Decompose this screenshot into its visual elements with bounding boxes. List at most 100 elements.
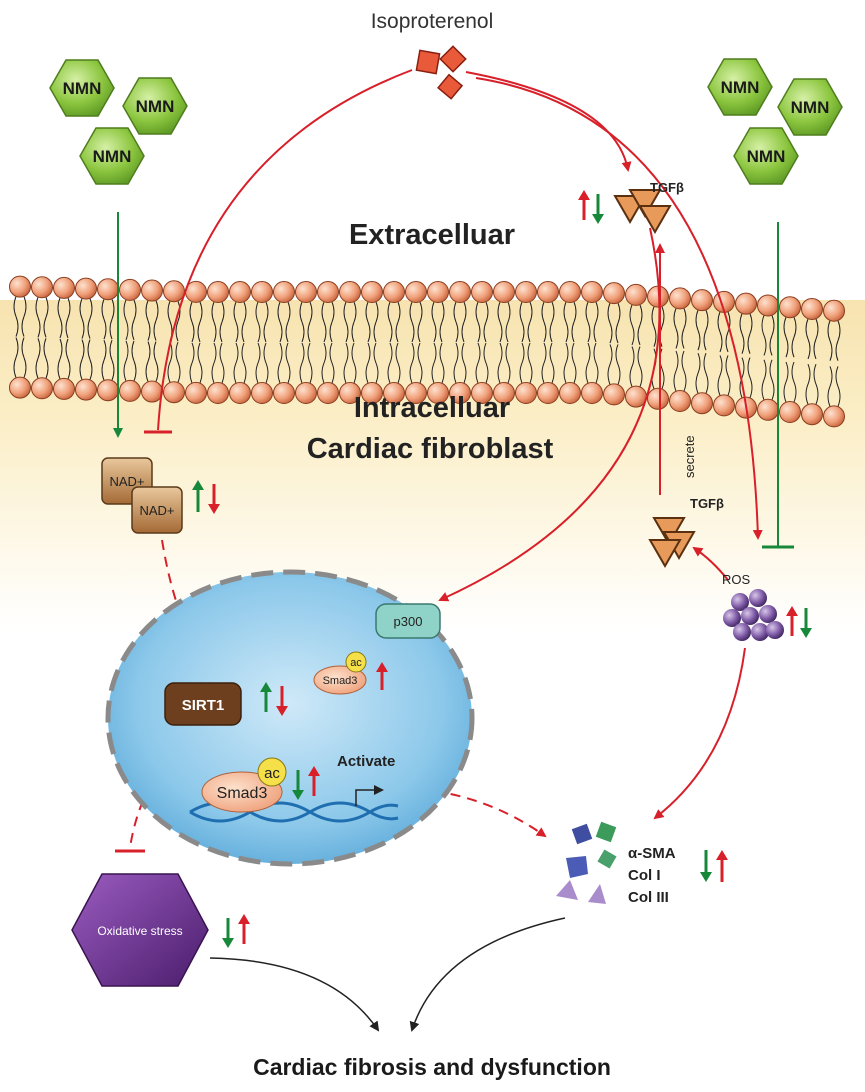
lipid-tail bbox=[307, 301, 313, 343]
lipid-tail bbox=[321, 301, 327, 343]
lipid-tail bbox=[167, 342, 173, 383]
lipid-tail bbox=[307, 342, 313, 384]
lipid-tail bbox=[593, 301, 599, 343]
lipid-tail bbox=[321, 342, 327, 384]
transcription-start-arrow bbox=[355, 785, 384, 806]
nad-label: NAD+ bbox=[139, 503, 174, 518]
lipid-head bbox=[537, 281, 559, 303]
lipid-head bbox=[493, 382, 515, 404]
lipid-head bbox=[801, 403, 823, 426]
lipid-tail bbox=[571, 301, 577, 343]
lipid-tail bbox=[783, 361, 789, 403]
marker-shapes-icon bbox=[556, 821, 617, 904]
lipid-tail bbox=[791, 361, 797, 403]
lipid-tail bbox=[439, 342, 445, 384]
lipid-head bbox=[229, 382, 251, 404]
lipid-tail bbox=[461, 342, 467, 384]
oxidative-stress-hexagon: Oxidative stress bbox=[71, 873, 209, 987]
lipid-tail bbox=[35, 297, 41, 338]
lipid-tail bbox=[395, 342, 401, 384]
lipid-head bbox=[119, 278, 141, 301]
lipid-tail bbox=[497, 301, 503, 343]
marker-alpha-sma: α-SMA bbox=[628, 845, 676, 862]
smad3-ac-small: Smad3 ac bbox=[313, 651, 367, 695]
lipid-tail bbox=[431, 301, 437, 343]
smad3-label: Smad3 bbox=[217, 785, 268, 802]
nmn-cluster-right: NMN NMN NMN bbox=[707, 58, 843, 185]
lipid-tail bbox=[475, 342, 481, 384]
lipid-head bbox=[427, 281, 449, 303]
ac-label: ac bbox=[350, 657, 362, 669]
ac-label: ac bbox=[264, 765, 280, 782]
lipid-head bbox=[691, 289, 713, 312]
intracellular-label: Intracelluar bbox=[354, 392, 510, 424]
lipid-head bbox=[317, 382, 339, 404]
lipid-tail bbox=[681, 350, 687, 392]
lipid-tail bbox=[351, 301, 357, 343]
lipid-tail bbox=[453, 342, 459, 384]
lipid-tail bbox=[813, 364, 819, 405]
lipid-tail bbox=[101, 340, 107, 381]
lipid-tail bbox=[615, 344, 621, 385]
lipid-tail bbox=[365, 301, 371, 343]
lipid-tail bbox=[109, 299, 115, 340]
lipid-head bbox=[735, 292, 757, 315]
p300-label: p300 bbox=[394, 614, 423, 629]
lipid-head bbox=[185, 381, 207, 404]
lipid-head bbox=[97, 278, 119, 301]
nmn-hexagon-icon: NMN bbox=[79, 127, 145, 185]
lipid-head bbox=[625, 283, 647, 306]
tgfb-lower-label: TGFβ bbox=[690, 496, 724, 511]
nmn-label: NMN bbox=[791, 98, 830, 117]
lipid-tail bbox=[475, 301, 481, 343]
lipid-tail bbox=[285, 301, 291, 343]
lipid-head bbox=[427, 382, 449, 404]
lipid-head bbox=[405, 382, 427, 404]
lipid-tail bbox=[695, 309, 701, 351]
lipid-tail bbox=[805, 318, 811, 360]
lipid-head bbox=[691, 392, 713, 415]
lipid-tail bbox=[87, 339, 93, 380]
lipid-head bbox=[207, 382, 229, 404]
lipid-tail bbox=[395, 301, 401, 343]
lipid-tail bbox=[527, 301, 533, 343]
lipid-tail bbox=[497, 342, 503, 384]
lipid-tail bbox=[651, 306, 657, 347]
oxidative-to-outcome-arrow bbox=[209, 957, 380, 1032]
lipid-head bbox=[251, 382, 273, 404]
smad3-ac-large: Smad3 ac bbox=[201, 757, 287, 813]
lipid-head bbox=[75, 378, 97, 401]
lipid-tail bbox=[541, 301, 547, 343]
lipid-tail bbox=[219, 342, 225, 384]
tgfb-lower-group: TGFβ bbox=[648, 496, 724, 569]
lipid-tail bbox=[233, 342, 239, 384]
nmn-label: NMN bbox=[136, 97, 175, 116]
lipid-tail bbox=[131, 340, 137, 382]
lipid-head bbox=[9, 376, 31, 399]
lipid-head bbox=[31, 377, 53, 400]
isoproterenol-inhibit-nad bbox=[157, 69, 413, 431]
lipid-tail bbox=[783, 317, 789, 358]
lipid-tail bbox=[241, 301, 247, 343]
lipid-tail bbox=[219, 301, 225, 343]
lipid-tail bbox=[739, 357, 745, 398]
lipid-tail bbox=[263, 342, 269, 384]
lipid-head bbox=[471, 382, 493, 404]
lipid-tail bbox=[717, 355, 723, 396]
smad3-large-updown-icon bbox=[292, 766, 320, 800]
lipid-head bbox=[669, 390, 691, 412]
lipid-tail bbox=[805, 364, 811, 405]
lipid-tail bbox=[585, 301, 591, 343]
lipid-tail bbox=[607, 344, 613, 385]
lipid-head bbox=[75, 277, 97, 300]
marker-col-i: Col I bbox=[628, 867, 661, 884]
lipid-tail bbox=[505, 342, 511, 384]
lipid-tail bbox=[563, 342, 569, 384]
lipid-head bbox=[141, 279, 163, 302]
lipid-tail bbox=[175, 342, 181, 383]
lipid-tail bbox=[483, 301, 489, 343]
lipid-tail bbox=[373, 342, 379, 384]
isoproterenol-icon bbox=[415, 45, 467, 100]
lipid-tail bbox=[431, 342, 437, 384]
